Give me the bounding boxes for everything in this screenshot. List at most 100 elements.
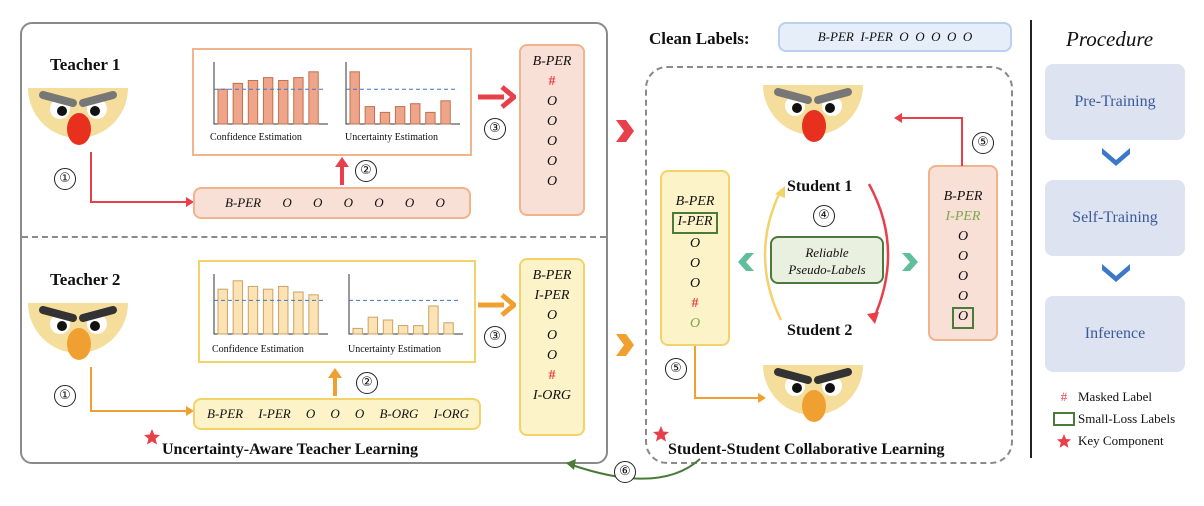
teacher2-output-token: O (546, 348, 558, 363)
teacher1-output-token: O (546, 154, 558, 169)
chart-bar (262, 288, 274, 335)
reliable-pseudo-labels: Reliable Pseudo-Labels (770, 236, 884, 284)
teacher1-input-token: B-PER (225, 195, 262, 210)
teacher2-input-token: O (305, 406, 316, 421)
chart-bar (278, 80, 289, 125)
teacher1-input-arrow (90, 152, 194, 207)
student-right-token: O (957, 229, 969, 244)
teacher2-output-token: O (546, 308, 558, 323)
chevron-down-icon-2 (1102, 264, 1130, 282)
teacher1-input-token: O (343, 195, 354, 210)
student-right-token: B-PER (943, 189, 983, 204)
teacher1-output-token: O (546, 174, 558, 189)
chart-bar (413, 325, 424, 335)
step6: ⑥ (614, 461, 636, 483)
student-left-token: B-PER (675, 194, 715, 209)
teacher2-input-token: B-ORG (379, 406, 419, 421)
chart-bar (367, 316, 379, 335)
student-panel-title: Student-Student Collaborative Learning (668, 441, 945, 458)
chart-bar (394, 106, 406, 125)
step6-arrow (566, 458, 701, 480)
student-left-token: I-PER (671, 212, 719, 234)
chart-bar (247, 285, 259, 335)
student-left-token: O (689, 316, 701, 331)
chevron-right-icon-orange (616, 334, 634, 356)
teacher1-step3-arrow (478, 85, 516, 109)
step3-teacher1: ③ (484, 118, 506, 140)
student-top-face-icon (763, 85, 863, 142)
student-right-token: O (951, 307, 975, 329)
teacher2-conf-chart (213, 274, 328, 335)
step5-bottom-arrow (694, 346, 766, 403)
chart-bar (247, 80, 259, 125)
chart-bar (379, 111, 391, 125)
procedure-selftraining: Self-Training (1045, 180, 1185, 256)
student-panel (645, 66, 1013, 464)
student-right-token: O (957, 249, 969, 264)
chart-axis (213, 62, 328, 125)
chart-bar (308, 71, 319, 125)
chart-bar (308, 294, 319, 335)
legend: # Masked Label Small-Loss Labels Key Com… (1050, 386, 1175, 452)
chart-bar (410, 103, 421, 125)
student-left-token: # (691, 296, 699, 311)
teacher2-output-token: I-ORG (532, 388, 572, 403)
step2-teacher2: ② (356, 372, 378, 394)
chart-bar (364, 106, 376, 125)
chevron-down-icon-1 (1102, 148, 1130, 166)
legend-key: Key Component (1050, 430, 1175, 452)
chart-bar (278, 285, 289, 335)
student-left-token: O (689, 276, 701, 291)
clean-labels-text: B-PER I-PER O O O O O (817, 29, 973, 44)
procedure-pretraining: Pre-Training (1045, 64, 1185, 140)
student-left-token: O (689, 236, 701, 251)
chart-axis (345, 62, 460, 125)
student-right-token: O (957, 269, 969, 284)
teacher2-output-token: B-PER (532, 268, 572, 283)
legend-box-icon (1050, 412, 1078, 426)
legend-masked: # Masked Label (1050, 386, 1175, 408)
teacher-separator (22, 236, 606, 238)
chart-axis (348, 274, 463, 335)
teacher2-face-icon (28, 303, 128, 360)
chart-bar (293, 291, 304, 335)
teacher2-input-token: I-PER (258, 406, 291, 421)
teacher2-input-arrow (90, 367, 194, 416)
legend-smallloss-label: Small-Loss Labels (1078, 411, 1176, 426)
step1-teacher2: ① (54, 385, 76, 407)
teacher1-input-token: O (435, 195, 445, 210)
chart-bar (440, 100, 451, 125)
teacher1-input-token: O (312, 195, 323, 210)
teacher1-title: Teacher 1 (50, 55, 121, 74)
chart-bar (428, 305, 439, 335)
teacher2-input-token: O (354, 406, 365, 421)
teacher2-input-token: I-ORG (433, 406, 469, 421)
chart-axis (213, 274, 328, 335)
teacher-panel-star-icon (144, 429, 160, 445)
student1-label: Student 1 (787, 178, 853, 195)
student-left-token: O (689, 256, 701, 271)
teacher2-input-token: B-PER (207, 406, 244, 421)
step3-teacher2: ③ (484, 326, 506, 348)
teacher2-input-token: O (330, 406, 340, 421)
teacher2-step2-arrow (328, 368, 342, 396)
teacher1-output-token: O (546, 134, 558, 149)
chart-bar (217, 88, 228, 125)
teacher1-step2-arrow (335, 157, 349, 185)
teacher2-conf-label: Confidence Estimation (212, 344, 304, 355)
teacher1-output-token: O (546, 94, 558, 109)
student-right-token: O (957, 289, 969, 304)
procedure-inference: Inference (1045, 296, 1185, 372)
legend-smallloss: Small-Loss Labels (1050, 408, 1175, 430)
teacher1-unc-label: Uncertainty Estimation (345, 132, 439, 143)
chevron-left-icon-teal (738, 253, 754, 271)
student-panel-star-icon (653, 426, 669, 442)
chevron-right-icon-teal (902, 253, 918, 271)
teacher1-input-token: O (282, 195, 292, 210)
chart-bar (382, 319, 394, 335)
